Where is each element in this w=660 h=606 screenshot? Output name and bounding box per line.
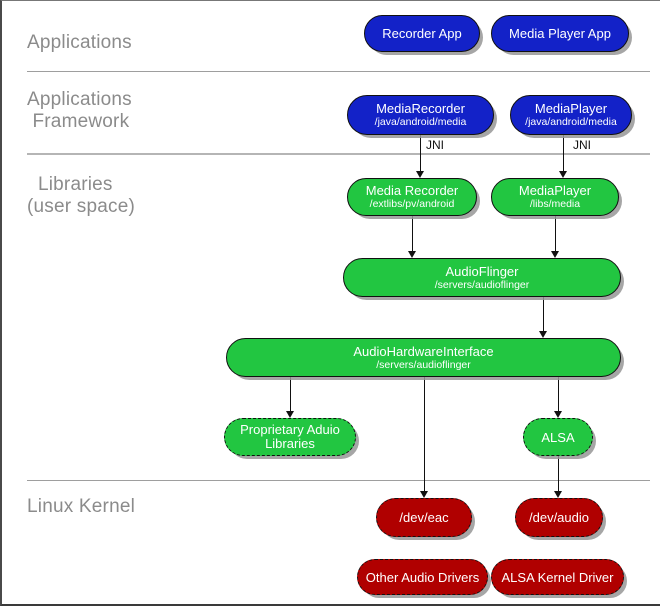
connector-mediarecorder-jni: [420, 135, 421, 174]
connector-ahi-to-alsa: [558, 377, 559, 413]
connector-mediaplayer-to-audioflinger: [555, 216, 556, 254]
node-media-player-native: MediaPlayer/libs/media: [491, 178, 619, 216]
arrowhead-audioflinger-left: [408, 251, 416, 258]
node-subtitle: /servers/audioflinger: [376, 358, 471, 371]
divider-kernel: [27, 480, 650, 481]
node-subtitle: /java/android/media: [525, 116, 617, 128]
connector-label-jni-right: JNI: [573, 138, 591, 152]
node-media-player-java: MediaPlayer/java/android/media: [510, 95, 632, 135]
node-title: /dev/audio: [529, 510, 589, 525]
node-title: MediaRecorder: [376, 101, 465, 116]
node-audio-flinger: AudioFlinger/servers/audioflinger: [343, 258, 621, 297]
layer-label-applications: Applications: [27, 32, 132, 53]
node-title: Media Recorder: [365, 183, 459, 198]
node-dev-audio: /dev/audio: [515, 498, 603, 537]
node-subtitle: /servers/audioflinger: [434, 278, 530, 291]
node-recorder-app: Recorder App: [364, 15, 480, 52]
node-alsa-kernel-driver: ALSA Kernel Driver: [491, 559, 624, 595]
node-title: ALSA: [541, 429, 575, 445]
node-title: ALSA Kernel Driver: [501, 569, 614, 585]
connector-mediarecorder-to-audioflinger: [412, 216, 413, 254]
connector-ahi-to-dev-eac: [424, 377, 425, 493]
arrowhead-dev-audio: [554, 491, 562, 498]
node-title: Other Audio Drivers: [365, 569, 480, 585]
node-media-recorder-java: MediaRecorder/java/android/media: [347, 95, 494, 135]
layer-label-libraries-user-space: Libraries (user space): [27, 174, 135, 217]
arrowhead-mediarecorder-native: [416, 171, 424, 178]
node-subtitle: Libraries: [265, 436, 315, 451]
node-title: Proprietary Aduio: [240, 422, 340, 437]
layer-label-applications-framework: Applications Framework: [27, 89, 132, 132]
node-title: AudioFlinger: [445, 263, 519, 279]
node-title: AudioHardwareInterface: [353, 343, 494, 359]
arrowhead-proprietary-libraries: [286, 411, 294, 418]
arrowhead-audioflinger-right: [551, 251, 559, 258]
node-title: Media Player App: [509, 26, 611, 41]
node-subtitle: /java/android/media: [374, 116, 467, 128]
node-title: MediaPlayer: [534, 101, 608, 116]
node-title: Recorder App: [382, 26, 462, 41]
arrowhead-audiohardwareinterface: [539, 331, 547, 338]
node-subtitle: /libs/media: [529, 198, 581, 210]
connector-audioflinger-to-audiohardwareinterface: [543, 297, 544, 335]
arrowhead-mediaplayer-native: [559, 171, 567, 178]
node-alsa: ALSA: [523, 418, 593, 456]
divider-framework: [27, 153, 650, 155]
node-title: /dev/eac: [399, 510, 449, 525]
divider-applications: [27, 71, 650, 72]
node-subtitle: /extlibs/pv/android: [369, 198, 455, 210]
connector-mediaplayer-jni: [563, 135, 564, 174]
node-audio-hardware-interface: AudioHardwareInterface/servers/audioflin…: [226, 338, 621, 377]
arrowhead-dev-eac: [420, 491, 428, 498]
layer-label-linux-kernel: Linux Kernel: [27, 496, 136, 517]
arrowhead-alsa: [554, 411, 562, 418]
node-other-audio-drivers: Other Audio Drivers: [357, 559, 488, 595]
node-media-recorder-native: Media Recorder/extlibs/pv/android: [347, 178, 477, 216]
node-dev-eac: /dev/eac: [376, 498, 472, 537]
connector-alsa-to-dev-audio: [558, 456, 559, 493]
connector-ahi-to-proprietary: [290, 377, 291, 413]
node-title: MediaPlayer: [518, 183, 592, 198]
connector-label-jni-left: JNI: [426, 138, 444, 152]
node-media-player-app: Media Player App: [491, 15, 629, 52]
